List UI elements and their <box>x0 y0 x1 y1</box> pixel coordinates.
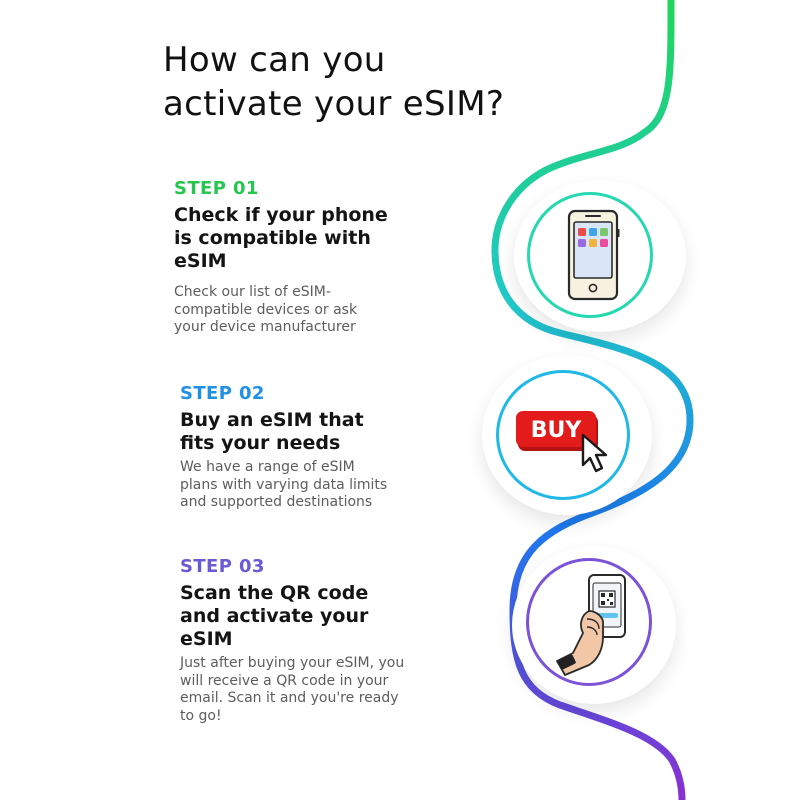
step-3-description: Just after buying your eSIM, you will re… <box>180 655 405 724</box>
title-line-2: activate your eSIM? <box>163 84 505 124</box>
page-title: How can you activate your eSIM? <box>163 38 583 126</box>
hand-phone-qr-icon <box>556 574 626 676</box>
buy-button-cursor-icon: BUY <box>516 411 608 473</box>
step-1-ring <box>527 192 653 318</box>
step-1-label: STEP 01 <box>174 178 259 199</box>
step-1: STEP 01 Check if your phone is compatibl… <box>174 178 389 337</box>
step-2-ring: BUY <box>496 370 630 500</box>
buy-label: BUY <box>531 418 583 443</box>
step-2: STEP 02 Buy an eSIM that fits your needs… <box>180 383 395 512</box>
step-2-label: STEP 02 <box>180 383 265 404</box>
smartphone-icon <box>567 209 620 301</box>
step-2-description: We have a range of eSIM plans with varyi… <box>180 459 388 510</box>
step-2-heading: Buy an eSIM that fits your needs <box>180 409 364 454</box>
step-3-badge <box>512 546 676 704</box>
step-3-heading: Scan the QR code and activate your eSIM <box>180 582 369 650</box>
step-3: STEP 03 Scan the QR code and activate yo… <box>180 556 405 725</box>
step-1-description: Check our list of eSIM-compatible device… <box>174 284 358 335</box>
title-line-1: How can you <box>163 40 386 80</box>
step-3-ring <box>526 558 652 686</box>
step-3-label: STEP 03 <box>180 556 265 577</box>
step-2-badge: BUY <box>482 355 652 515</box>
step-1-badge <box>514 180 686 332</box>
step-1-heading: Check if your phone is compatible with e… <box>174 204 388 272</box>
